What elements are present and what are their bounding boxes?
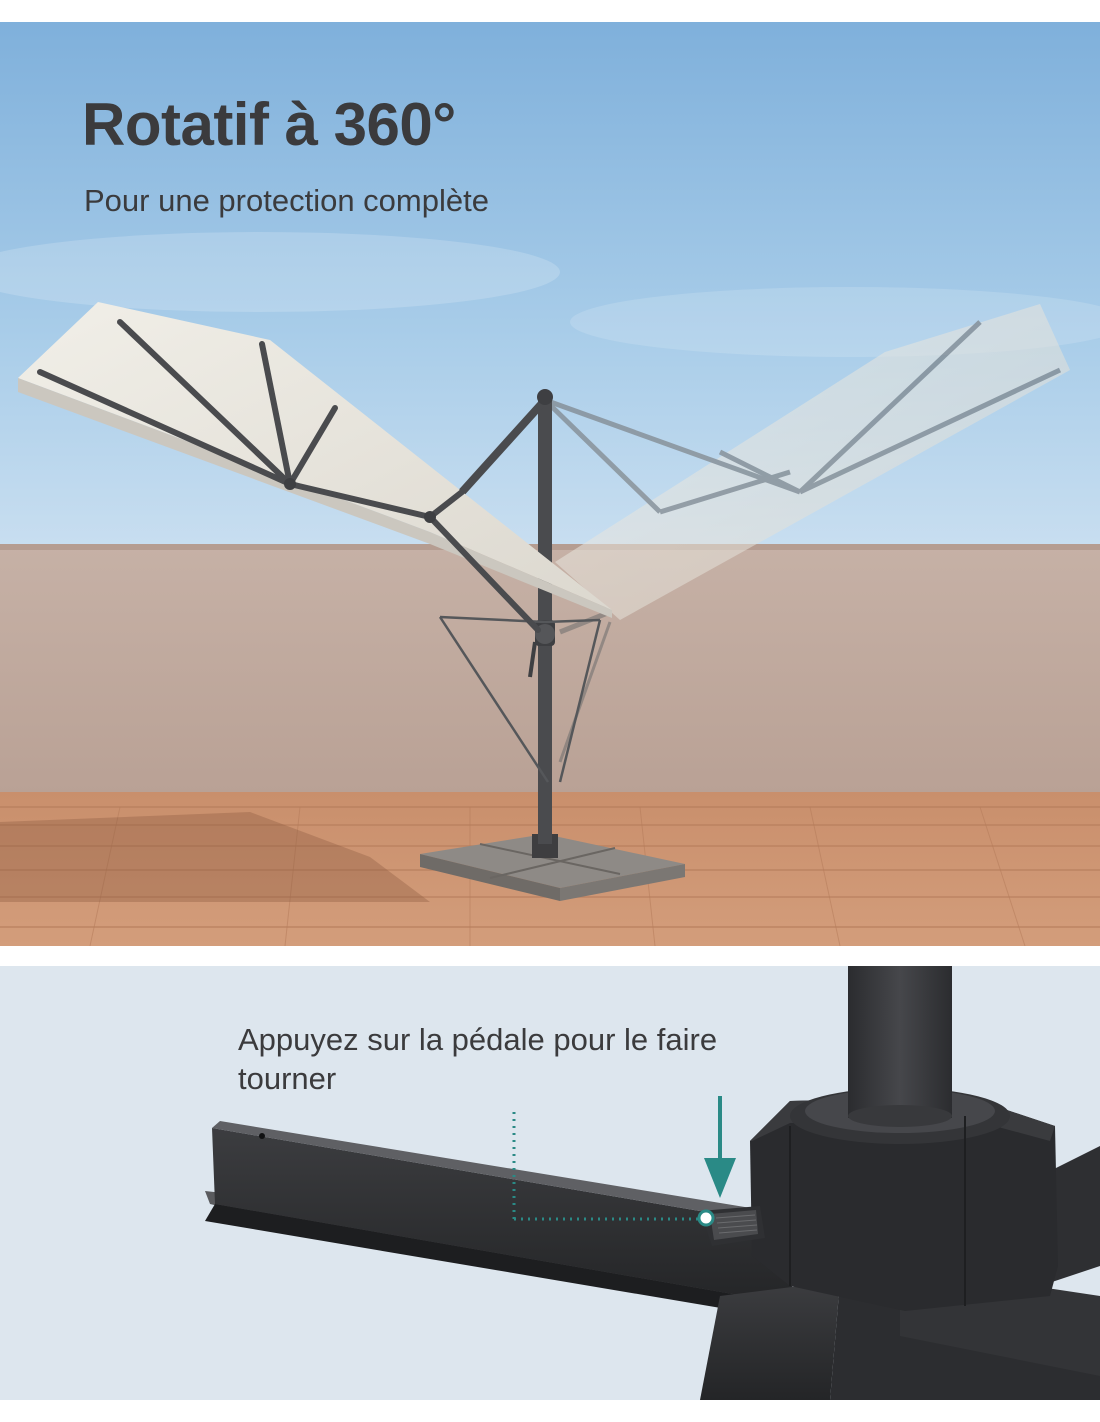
pole — [848, 966, 952, 1118]
cross-base-illustration — [205, 966, 1100, 1400]
pole — [538, 394, 552, 844]
pedal-marker-icon — [697, 1209, 715, 1227]
headline: Rotatif à 360° — [82, 91, 456, 158]
subheadline: Pour une protection complète — [84, 183, 489, 218]
pedal-panel: Appuyez sur la pédale pour le faire tour… — [0, 966, 1100, 1400]
canopy-left — [18, 302, 612, 633]
base-arm-left — [205, 1121, 800, 1318]
base-weights — [420, 834, 685, 901]
rotation-panel: Rotatif à 360° Pour une protection compl… — [0, 22, 1100, 946]
foot-pedal — [700, 1206, 765, 1246]
pedal-instruction: Appuyez sur la pédale pour le faire tour… — [238, 1022, 718, 1096]
down-arrow-icon — [704, 1096, 736, 1198]
guide-lines — [512, 1112, 700, 1221]
umbrella-illustration — [0, 22, 1100, 946]
